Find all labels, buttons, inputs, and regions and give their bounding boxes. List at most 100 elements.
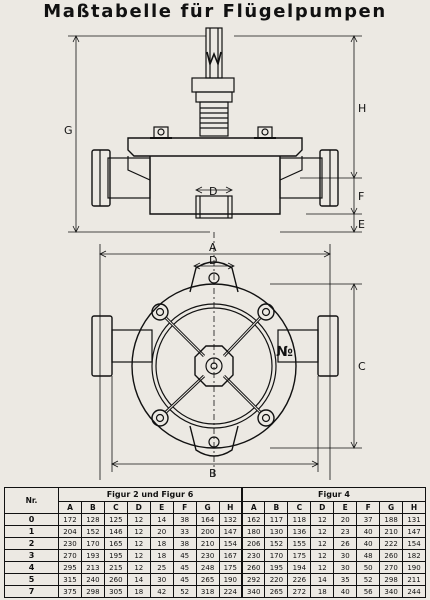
dim-label-h: H <box>358 102 366 115</box>
table-cell: 230 <box>241 549 266 562</box>
table-cell: 14 <box>149 513 174 526</box>
table-cell: 220 <box>264 573 289 586</box>
column-header-left-h: H <box>218 501 243 514</box>
table-cell: 20 <box>149 525 174 538</box>
table-cell: 170 <box>80 537 105 550</box>
column-header-right-f: F <box>356 501 381 514</box>
table-cell: 265 <box>195 573 220 586</box>
column-header-right-d: D <box>310 501 335 514</box>
table-cell: 117 <box>264 513 289 526</box>
table-cell: 175 <box>218 561 243 574</box>
column-header-left-a: A <box>58 501 82 514</box>
row-number: 0 <box>4 513 59 526</box>
table-cell: 200 <box>195 525 220 538</box>
group-header-left: Figur 2 und Figur 6 <box>58 487 243 502</box>
table-cell: 152 <box>264 537 289 550</box>
table-cell: 298 <box>80 585 105 598</box>
table-cell: 340 <box>241 585 266 598</box>
table-cell: 206 <box>241 537 266 550</box>
table-cell: 224 <box>218 585 243 598</box>
column-header-right-e: E <box>333 501 358 514</box>
table-cell: 12 <box>126 549 151 562</box>
table-cell: 172 <box>58 513 82 526</box>
table-cell: 162 <box>241 513 266 526</box>
table-cell: 18 <box>126 585 151 598</box>
pump-technical-drawing: G H F E D A D C B № <box>64 27 366 480</box>
table-cell: 194 <box>287 561 312 574</box>
table-cell: 12 <box>310 525 335 538</box>
table-cell: 175 <box>287 549 312 562</box>
table-cell: 260 <box>241 561 266 574</box>
table-cell: 270 <box>379 561 404 574</box>
table-cell: 40 <box>356 525 381 538</box>
row-number: 5 <box>4 573 59 586</box>
table-cell: 182 <box>402 549 426 562</box>
table-cell: 230 <box>58 537 82 550</box>
table-cell: 180 <box>241 525 266 538</box>
table-cell: 56 <box>356 585 381 598</box>
table-cell: 248 <box>195 561 220 574</box>
table-cell: 26 <box>333 537 358 550</box>
row-number: 1 <box>4 525 59 538</box>
column-header-left-g: G <box>195 501 220 514</box>
table-cell: 260 <box>379 549 404 562</box>
row-number: 4 <box>4 561 59 574</box>
table-cell: 152 <box>80 525 105 538</box>
table-cell: 193 <box>80 549 105 562</box>
table-cell: 270 <box>58 549 82 562</box>
side-dimensions <box>68 35 362 478</box>
table-cell: 136 <box>287 525 312 538</box>
table-cell: 292 <box>241 573 266 586</box>
table-cell: 12 <box>126 561 151 574</box>
table-cell: 40 <box>333 585 358 598</box>
table-cell: 45 <box>172 573 197 586</box>
table-cell: 20 <box>333 513 358 526</box>
column-header-right-b: B <box>264 501 289 514</box>
table-cell: 240 <box>80 573 105 586</box>
table-cell: 210 <box>379 525 404 538</box>
row-number: 2 <box>4 537 59 550</box>
table-cell: 318 <box>195 585 220 598</box>
table-cell: 12 <box>310 513 335 526</box>
table-cell: 226 <box>287 573 312 586</box>
table-cell: 230 <box>195 549 220 562</box>
nr-header: Nr. <box>4 487 59 514</box>
table-cell: 30 <box>333 561 358 574</box>
number-mark: № <box>276 344 293 360</box>
dim-label-b: B <box>209 467 217 480</box>
table-cell: 375 <box>58 585 82 598</box>
table-cell: 131 <box>402 513 426 526</box>
table-cell: 195 <box>264 561 289 574</box>
row-number: 7 <box>4 585 59 598</box>
table-cell: 18 <box>149 549 174 562</box>
table-cell: 167 <box>218 549 243 562</box>
table-cell: 33 <box>172 525 197 538</box>
table-cell: 30 <box>333 549 358 562</box>
column-header-right-g: G <box>379 501 404 514</box>
table-cell: 128 <box>80 513 105 526</box>
column-header-left-e: E <box>149 501 174 514</box>
table-cell: 45 <box>172 561 197 574</box>
table-cell: 18 <box>310 585 335 598</box>
table-cell: 12 <box>126 525 151 538</box>
table-cell: 155 <box>287 537 312 550</box>
page-title: Maßtabelle für Flügelpumpen <box>43 1 387 22</box>
table-cell: 12 <box>310 549 335 562</box>
dim-label-d-plan: D <box>209 254 217 267</box>
table-cell: 35 <box>333 573 358 586</box>
table-cell: 14 <box>126 573 151 586</box>
table-cell: 18 <box>149 537 174 550</box>
table-cell: 125 <box>103 513 128 526</box>
dim-label-f: F <box>358 190 364 203</box>
table-cell: 210 <box>195 537 220 550</box>
column-header-left-f: F <box>172 501 197 514</box>
table-cell: 48 <box>356 549 381 562</box>
table-cell: 37 <box>356 513 381 526</box>
